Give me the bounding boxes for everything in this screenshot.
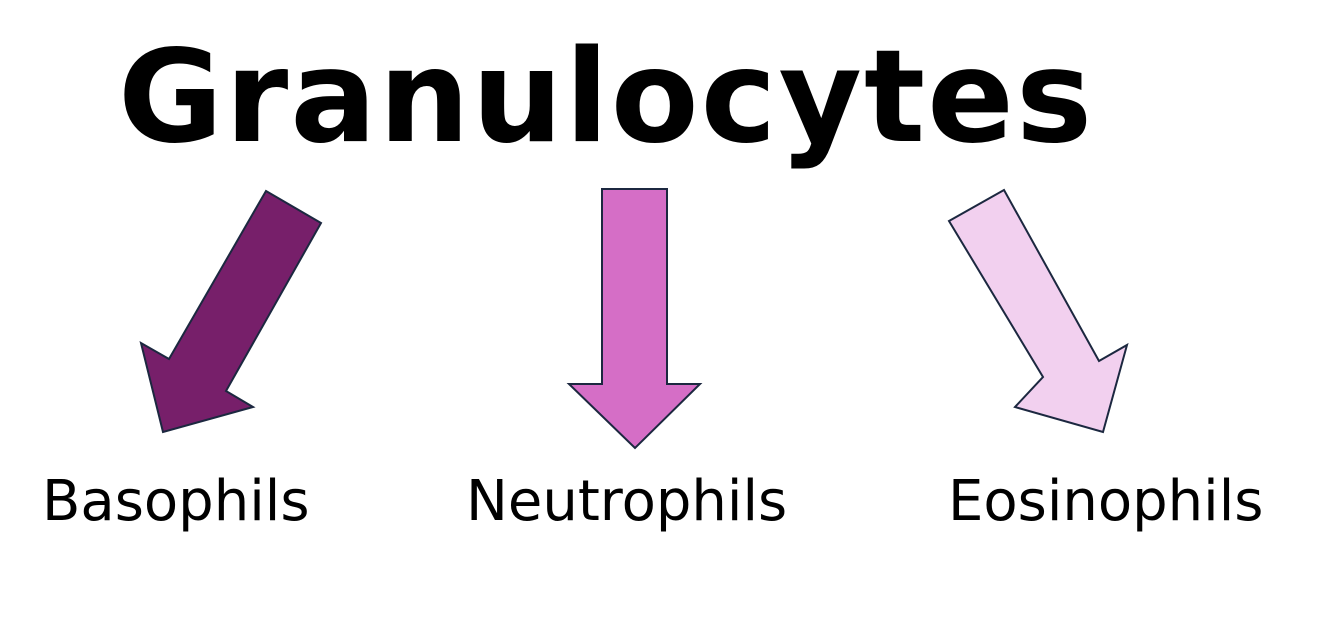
eosinophils-arrow — [947, 188, 1129, 434]
eosinophils-label: Eosinophils — [948, 469, 1264, 534]
neutrophils-arrow — [566, 188, 703, 450]
basophils-arrow — [139, 189, 323, 434]
diagram-title: Granulocytes — [118, 23, 1095, 172]
neutrophils-label: Neutrophils — [466, 469, 788, 534]
basophils-label: Basophils — [42, 469, 310, 534]
